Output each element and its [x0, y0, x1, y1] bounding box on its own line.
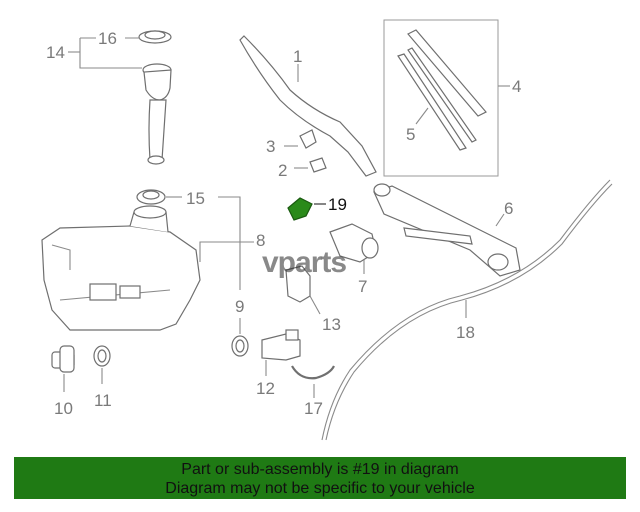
- label-17: 17: [304, 399, 323, 418]
- label-1: 1: [293, 47, 302, 66]
- label-9: 9: [235, 297, 244, 316]
- banner-line-1: Part or sub-assembly is #19 in diagram: [181, 461, 459, 478]
- label-3: 3: [266, 137, 275, 156]
- label-6: 6: [504, 199, 513, 218]
- label-19: 19: [328, 195, 347, 214]
- label-10: 10: [54, 399, 73, 418]
- part-19-highlighted: [287, 197, 313, 221]
- watermark-logo: vparts: [262, 246, 347, 279]
- label-12: 12: [256, 379, 275, 398]
- parts-diagram: 14 16 15 8 9 10 11 12 17 13 7: [41, 19, 613, 441]
- label-2: 2: [278, 161, 287, 180]
- wiper-linkage: [373, 183, 521, 277]
- label-13: 13: [322, 315, 341, 334]
- label-14: 14: [46, 43, 65, 62]
- label-11: 11: [94, 391, 112, 410]
- label-8: 8: [256, 231, 265, 250]
- label-5: 5: [406, 125, 415, 144]
- washer-reservoir: [41, 205, 201, 331]
- label-4: 4: [512, 77, 521, 96]
- banner-line-2: Diagram may not be specific to your vehi…: [165, 480, 475, 497]
- label-16: 16: [98, 29, 117, 48]
- label-7: 7: [358, 277, 367, 296]
- filler-neck-assembly: [138, 30, 172, 165]
- label-15: 15: [186, 189, 205, 208]
- label-18: 18: [456, 323, 475, 342]
- info-banner: Part or sub-assembly is #19 in diagram D…: [14, 457, 626, 499]
